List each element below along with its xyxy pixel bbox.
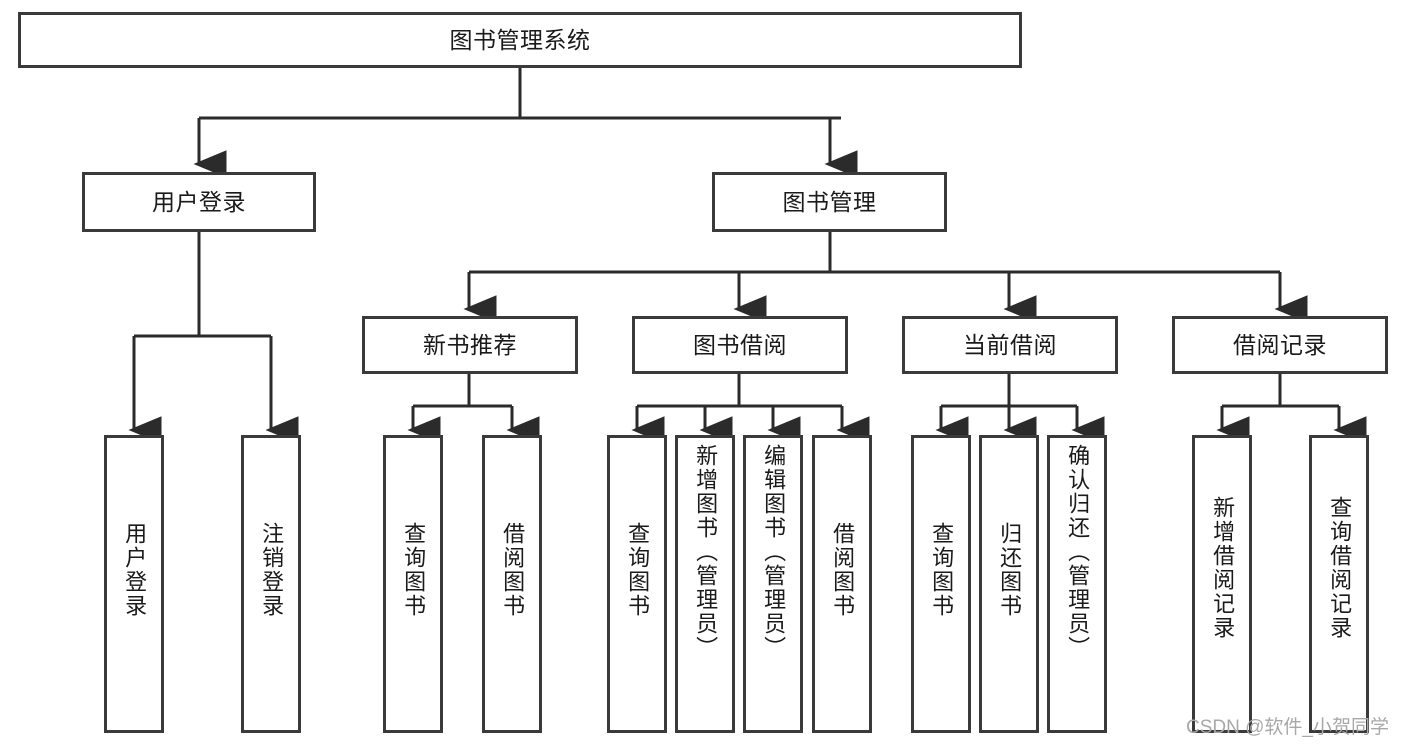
node-root-label: 图书管理系统 [449, 26, 591, 53]
node-root[interactable]: 图书管理系统 [18, 12, 1022, 68]
leaf-logout[interactable]: 注销登录 [241, 435, 301, 733]
leaf-query-record-label: 查询借阅记录 [1327, 496, 1353, 640]
leaf-add-record-label: 新增借阅记录 [1210, 496, 1236, 640]
leaf-user-login[interactable]: 用户登录 [104, 435, 164, 733]
node-book-borrow-label: 图书借阅 [693, 331, 787, 358]
node-current-borrow-label: 当前借阅 [963, 331, 1057, 358]
node-borrow-record[interactable]: 借阅记录 [1172, 316, 1388, 374]
leaf-add-book[interactable]: 新增图书（管理员） [675, 435, 735, 733]
leaf-edit-book[interactable]: 编辑图书（管理员） [743, 435, 803, 733]
leaf-query-book-1[interactable]: 查询图书 [383, 435, 443, 733]
node-user-login-label: 用户登录 [152, 188, 246, 215]
leaf-add-record[interactable]: 新增借阅记录 [1192, 435, 1252, 733]
leaf-query-book-1-label: 查询图书 [401, 522, 427, 618]
node-borrow-record-label: 借阅记录 [1233, 331, 1327, 358]
leaf-borrow-book-2[interactable]: 借阅图书 [812, 435, 872, 733]
leaf-borrow-book-1[interactable]: 借阅图书 [482, 435, 542, 733]
leaf-confirm-return-label: 确认归还（管理员） [1065, 444, 1091, 660]
node-new-book-recommend[interactable]: 新书推荐 [362, 316, 578, 374]
node-user-login[interactable]: 用户登录 [82, 172, 316, 232]
node-book-borrow[interactable]: 图书借阅 [632, 316, 848, 374]
leaf-logout-label: 注销登录 [259, 522, 285, 618]
leaf-query-book-3-label: 查询图书 [929, 522, 955, 618]
leaf-edit-book-label: 编辑图书（管理员） [761, 444, 787, 660]
node-book-manage-label: 图书管理 [782, 188, 877, 215]
leaf-query-book-2-label: 查询图书 [625, 522, 651, 618]
node-current-borrow[interactable]: 当前借阅 [902, 316, 1118, 374]
leaf-confirm-return[interactable]: 确认归还（管理员） [1047, 435, 1107, 733]
node-book-manage[interactable]: 图书管理 [712, 172, 947, 232]
node-new-book-recommend-label: 新书推荐 [423, 331, 517, 358]
leaf-query-book-3[interactable]: 查询图书 [911, 435, 971, 733]
leaf-return-book-label: 归还图书 [997, 522, 1023, 618]
leaf-borrow-book-1-label: 借阅图书 [500, 522, 526, 618]
csdn-watermark: CSDN @软件_小贺同学 [1186, 717, 1389, 738]
leaf-return-book[interactable]: 归还图书 [979, 435, 1039, 733]
leaf-add-book-label: 新增图书（管理员） [693, 444, 719, 660]
leaf-query-record[interactable]: 查询借阅记录 [1309, 435, 1369, 733]
leaf-query-book-2[interactable]: 查询图书 [607, 435, 667, 733]
leaf-user-login-label: 用户登录 [122, 522, 148, 618]
leaf-borrow-book-2-label: 借阅图书 [830, 522, 856, 618]
